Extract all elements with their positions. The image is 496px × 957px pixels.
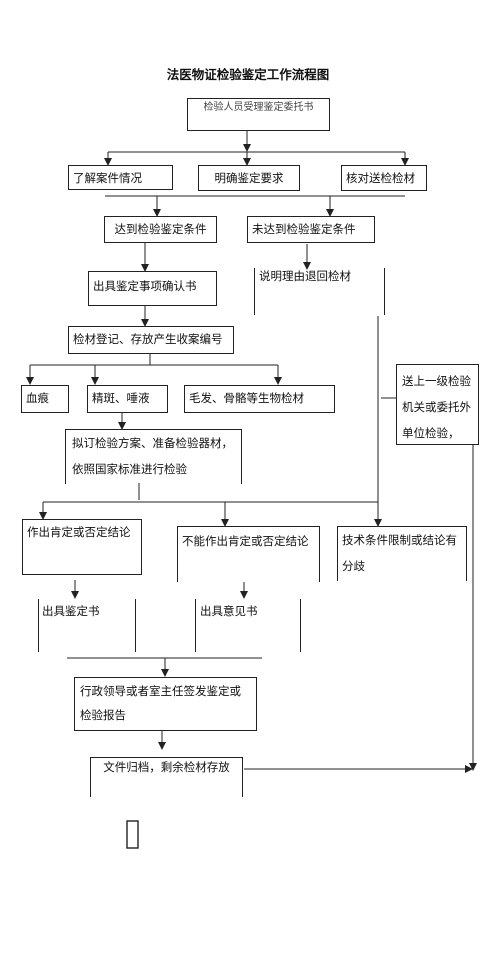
return-material-node: 说明理由退回检材 bbox=[254, 268, 385, 315]
blood-stain-node: 血痕 bbox=[21, 385, 69, 413]
confirmation-letter-node: 出具鉴定事项确认书 bbox=[88, 271, 217, 306]
hair-bone-node: 毛发、骨骼等生物检材 bbox=[184, 385, 335, 413]
tech-line-2: 分歧 bbox=[342, 561, 365, 573]
plan-line-1: 拟订检验方案、准备检验器材， bbox=[72, 438, 233, 450]
send-line-3: 单位检验， bbox=[402, 428, 460, 440]
plan-test-node: 拟订检验方案、准备检验器材， 依照国家标准进行检验 bbox=[65, 429, 242, 484]
archive-node: 文件归档，剩余检材存放 bbox=[90, 757, 243, 797]
diagram-title: 法医物证检验鉴定工作流程图 bbox=[166, 68, 330, 82]
not-meets-condition-node: 未达到检验鉴定条件 bbox=[247, 216, 375, 243]
send-line-2: 机关或委托外 bbox=[402, 402, 471, 414]
requirements-node: 明确鉴定要求 bbox=[198, 165, 300, 191]
plan-line-2: 依照国家标准进行检验 bbox=[72, 464, 187, 476]
case-info-node: 了解案件情况 bbox=[68, 165, 173, 190]
accept-commission-node: 检验人员受理鉴定委托书 bbox=[187, 98, 330, 131]
send-upper-node: 送上一级检验 机关或委托外 单位检验， bbox=[396, 364, 479, 445]
no-conclusion-node: 不能作出肯定或否定结论 bbox=[177, 526, 320, 582]
technical-limit-node: 技术条件限制或结论有 分歧 bbox=[337, 526, 467, 581]
send-line-1: 送上一级检验 bbox=[402, 376, 471, 388]
register-node: 检材登记、存放产生收案编号 bbox=[68, 326, 234, 354]
tech-line-1: 技术条件限制或结论有 bbox=[342, 535, 457, 547]
sign-line-1: 行政领导或者室主任签发鉴定或 bbox=[80, 686, 241, 698]
conclusion-node: 作出肯定或否定结论 bbox=[22, 519, 142, 575]
issue-report-node: 出具鉴定书 bbox=[38, 599, 136, 652]
issue-opinion-node: 出具意见书 bbox=[195, 599, 301, 652]
check-material-node: 核对送检检材 bbox=[341, 165, 427, 191]
meets-condition-node: 达到检验鉴定条件 bbox=[104, 216, 217, 243]
sign-line-2: 检验报告 bbox=[80, 710, 126, 722]
sign-off-node: 行政领导或者室主任签发鉴定或 检验报告 bbox=[74, 677, 257, 731]
semen-saliva-node: 精斑、唾液 bbox=[87, 385, 168, 413]
